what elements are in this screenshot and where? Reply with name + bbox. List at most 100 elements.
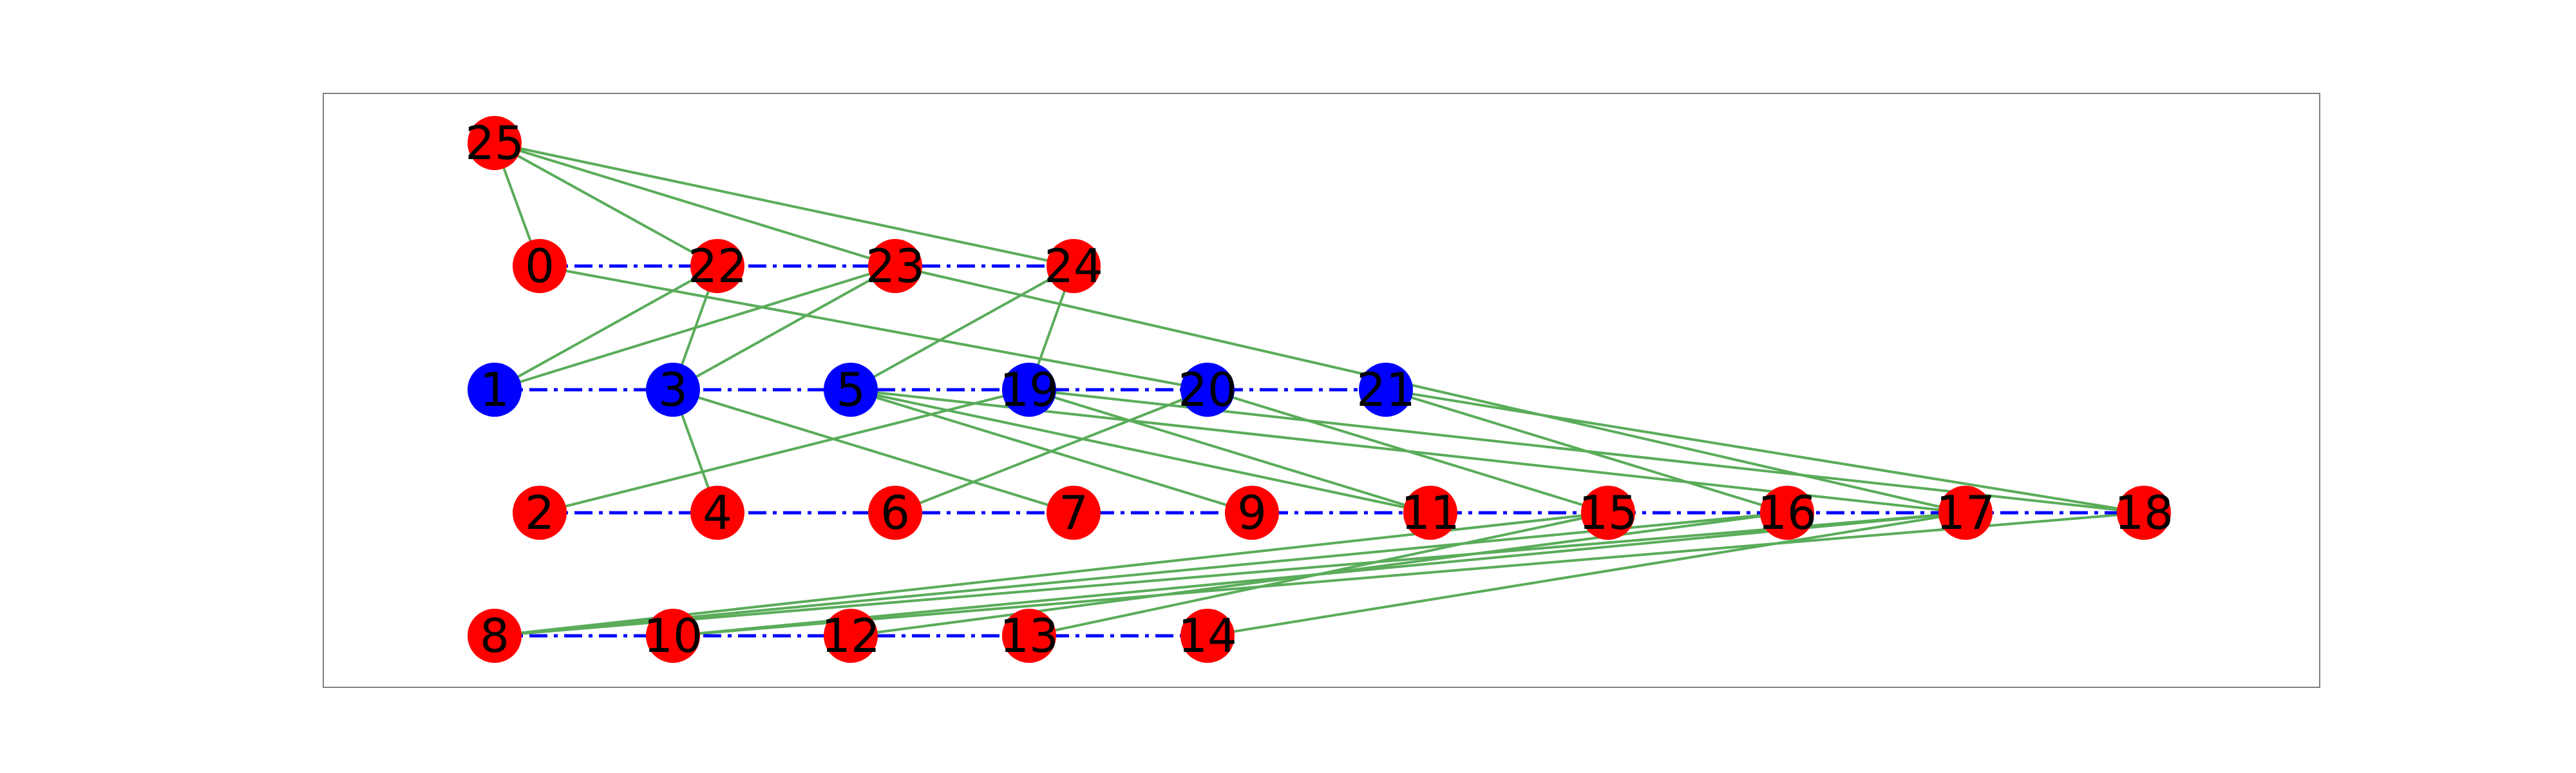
node-21: 21: [1356, 363, 1416, 417]
edge-21-18: [1385, 388, 2145, 514]
edge-0-20: [539, 265, 1208, 391]
edge-23-1: [494, 265, 896, 391]
node-label-20: 20: [1178, 363, 1237, 417]
node-label-21: 21: [1356, 363, 1416, 417]
node-label-16: 16: [1757, 486, 1817, 540]
node-circle-13: [1002, 609, 1056, 663]
edge-16-8: [494, 511, 1788, 637]
node-circle-21: [1359, 363, 1413, 417]
edge-3-7: [672, 388, 1074, 514]
node-14: 14: [1178, 609, 1237, 663]
node-label-14: 14: [1178, 609, 1237, 663]
node-25: 25: [465, 116, 524, 170]
edge-18-10: [672, 511, 2145, 637]
node-2: 2: [513, 486, 567, 540]
node-circle-23: [868, 239, 922, 293]
node-label-4: 4: [703, 486, 732, 540]
edge-19-2: [539, 388, 1030, 514]
node-17: 17: [1936, 486, 1995, 540]
node-18: 18: [2114, 486, 2174, 540]
edge-5-11: [850, 388, 1431, 514]
node-label-2: 2: [525, 486, 554, 540]
blue-dashed-edges: [495, 264, 2144, 638]
node-label-9: 9: [1237, 486, 1267, 540]
edge-22-1: [494, 265, 718, 391]
node-label-17: 17: [1936, 486, 1995, 540]
plot-frame: [323, 93, 2320, 688]
edge-17-14: [1207, 511, 1966, 637]
node-circle-12: [824, 609, 878, 663]
node-4: 4: [690, 486, 744, 540]
node-circle-17: [1938, 486, 1993, 540]
node-circle-14: [1180, 609, 1235, 663]
node-7: 7: [1046, 486, 1101, 540]
edge-24-5: [850, 265, 1074, 391]
node-circle-0: [513, 239, 567, 293]
node-label-8: 8: [480, 609, 509, 663]
node-label-7: 7: [1059, 486, 1088, 540]
edge-21-16: [1385, 388, 1788, 514]
node-22: 22: [688, 239, 747, 293]
node-circle-25: [468, 116, 522, 170]
node-20: 20: [1178, 363, 1237, 417]
node-label-25: 25: [465, 116, 524, 170]
node-16: 16: [1757, 486, 1817, 540]
node-label-18: 18: [2114, 486, 2174, 540]
node-label-13: 13: [999, 609, 1059, 663]
node-6: 6: [868, 486, 922, 540]
node-circle-6: [868, 486, 922, 540]
node-label-22: 22: [688, 239, 747, 293]
node-12: 12: [821, 609, 880, 663]
edge-17-8: [494, 511, 1966, 637]
node-label-0: 0: [525, 239, 554, 293]
node-circle-15: [1581, 486, 1635, 540]
node-0: 0: [513, 239, 567, 293]
node-label-5: 5: [836, 363, 866, 417]
node-label-12: 12: [821, 609, 880, 663]
node-circle-11: [1403, 486, 1457, 540]
node-11: 11: [1401, 486, 1460, 540]
node-circle-3: [646, 363, 700, 417]
edge-20-6: [895, 388, 1208, 514]
node-circle-1: [468, 363, 522, 417]
edge-23-17: [895, 265, 1966, 514]
node-1: 1: [468, 363, 522, 417]
node-label-11: 11: [1401, 486, 1460, 540]
node-label-3: 3: [658, 363, 688, 417]
node-label-6: 6: [880, 486, 910, 540]
node-circle-19: [1002, 363, 1056, 417]
node-19: 19: [999, 363, 1059, 417]
node-10: 10: [643, 609, 703, 663]
node-circle-16: [1760, 486, 1814, 540]
edge-20-15: [1207, 388, 1609, 514]
edge-25-22: [494, 142, 718, 267]
node-circle-10: [646, 609, 700, 663]
node-label-10: 10: [643, 609, 703, 663]
edge-19-11: [1028, 388, 1431, 514]
edge-25-23: [494, 142, 896, 267]
node-label-19: 19: [999, 363, 1059, 417]
node-circle-24: [1046, 239, 1101, 293]
node-label-23: 23: [866, 239, 925, 293]
node-24: 24: [1044, 239, 1103, 293]
node-circle-9: [1225, 486, 1279, 540]
node-label-24: 24: [1044, 239, 1103, 293]
node-23: 23: [866, 239, 925, 293]
node-label-1: 1: [480, 363, 509, 417]
node-3: 3: [646, 363, 700, 417]
node-circle-7: [1046, 486, 1101, 540]
edge-25-24: [494, 142, 1074, 267]
node-label-15: 15: [1578, 486, 1638, 540]
node-5: 5: [824, 363, 878, 417]
node-circle-4: [690, 486, 744, 540]
node-circle-5: [824, 363, 878, 417]
node-8: 8: [468, 609, 522, 663]
node-circle-8: [468, 609, 522, 663]
edge-23-3: [672, 265, 896, 391]
node-15: 15: [1578, 486, 1638, 540]
node-circle-2: [513, 486, 567, 540]
node-9: 9: [1225, 486, 1279, 540]
node-13: 13: [999, 609, 1059, 663]
